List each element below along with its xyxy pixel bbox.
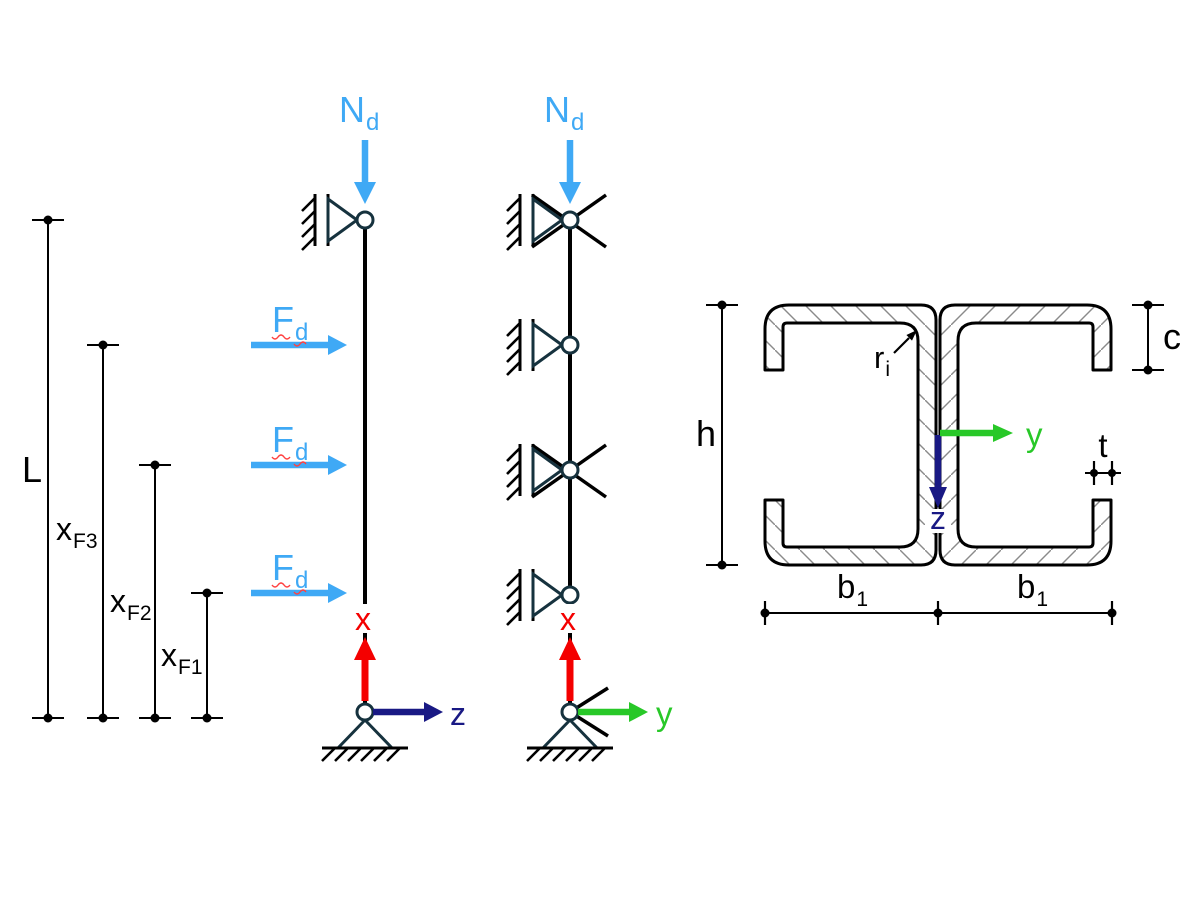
dim-L: L bbox=[22, 215, 64, 723]
dim-symbol: x bbox=[110, 583, 126, 619]
lateral-load-2 bbox=[251, 419, 347, 475]
dim-subscript: F3 bbox=[73, 530, 98, 553]
column-xz-view: z bbox=[251, 89, 466, 763]
lateral-load-1 bbox=[251, 299, 347, 355]
dim-xF1: xF1 bbox=[161, 588, 223, 723]
h-dimension: h bbox=[696, 300, 738, 570]
section-z-axis: z bbox=[925, 435, 951, 536]
c-label: c bbox=[1163, 316, 1181, 357]
dim-xF3: xF3 bbox=[56, 340, 119, 723]
dim-dot bbox=[933, 608, 943, 618]
top-pin bbox=[355, 210, 375, 230]
b1-label-right: b1 bbox=[1017, 568, 1048, 611]
h-label: h bbox=[696, 413, 716, 454]
dim-xF2: xF2 bbox=[110, 460, 171, 723]
dim-dot bbox=[98, 340, 108, 350]
y-axis-label: y bbox=[656, 695, 673, 732]
z-axis: z bbox=[373, 696, 466, 732]
z-axis-label: z bbox=[450, 696, 466, 732]
y-arrow-head bbox=[629, 702, 648, 722]
restraint-pin-3 bbox=[560, 460, 580, 480]
dim-symbol: x bbox=[161, 637, 177, 673]
b1-dimension: b1 b1 bbox=[760, 568, 1117, 625]
z-axis-label: z bbox=[930, 500, 946, 536]
z-arrow-head bbox=[424, 702, 443, 722]
c-dimension: c bbox=[1132, 300, 1181, 375]
dim-subscript: 1 bbox=[856, 588, 868, 611]
restraint-support-3 bbox=[505, 442, 564, 502]
y-axis-label: y bbox=[1026, 416, 1043, 453]
dim-dot bbox=[202, 588, 212, 598]
dim-dot bbox=[1090, 469, 1098, 477]
dim-xF3-label: xF3 bbox=[56, 511, 98, 553]
local-x-axis bbox=[348, 601, 380, 701]
b1-label-left: b1 bbox=[837, 568, 868, 611]
dim-dot bbox=[43, 215, 53, 225]
z-arrow-head bbox=[929, 487, 947, 508]
restraint-pin-2 bbox=[560, 335, 580, 355]
dim-symbol: b bbox=[1017, 568, 1035, 605]
channel-left bbox=[763, 303, 938, 567]
label-backing bbox=[925, 509, 951, 533]
length-dimensions: L xF3 xF2 xF1 bbox=[22, 215, 223, 723]
base-pin bbox=[355, 702, 375, 722]
dim-dot bbox=[717, 300, 727, 310]
local-x-axis bbox=[553, 601, 585, 701]
top-support bbox=[300, 192, 359, 252]
dim-subscript: F1 bbox=[178, 656, 203, 679]
axial-load bbox=[339, 89, 379, 204]
dim-xF1-label: xF1 bbox=[161, 637, 203, 679]
dim-subscript: i bbox=[885, 358, 890, 381]
dim-symbol: r bbox=[874, 340, 884, 375]
dim-subscript: 1 bbox=[1036, 588, 1048, 611]
t-dimension: t bbox=[1085, 427, 1121, 485]
dim-dot bbox=[760, 608, 770, 618]
base-pin bbox=[560, 702, 580, 722]
dim-dot bbox=[1107, 608, 1117, 618]
dim-dot bbox=[1108, 469, 1116, 477]
dim-dot bbox=[43, 713, 53, 723]
dim-dot bbox=[1143, 365, 1153, 375]
y-axis: y bbox=[578, 695, 673, 732]
lateral-load-3 bbox=[251, 547, 347, 603]
dim-dot bbox=[98, 713, 108, 723]
axial-load bbox=[544, 89, 584, 204]
dim-symbol: b bbox=[837, 568, 855, 605]
ri-callout: ri bbox=[874, 330, 917, 381]
dim-L-label: L bbox=[22, 449, 42, 490]
cross-section: ri z y h bbox=[696, 300, 1181, 625]
ri-arrow-head bbox=[906, 330, 917, 341]
dim-symbol: x bbox=[56, 511, 72, 547]
t-label: t bbox=[1098, 427, 1107, 464]
dim-xF2-label: xF2 bbox=[110, 583, 152, 625]
dim-dot bbox=[150, 713, 160, 723]
column-xy-view: y bbox=[505, 89, 673, 763]
dim-dot bbox=[150, 460, 160, 470]
ri-label: ri bbox=[874, 340, 890, 381]
dim-dot bbox=[1143, 300, 1153, 310]
ri-arrow-line bbox=[893, 337, 910, 354]
base-support bbox=[525, 718, 615, 763]
restraint-support-2 bbox=[505, 317, 564, 377]
restraint-pin-1 bbox=[560, 210, 580, 230]
channel-right bbox=[938, 303, 1113, 567]
dim-subscript: F2 bbox=[127, 602, 152, 625]
base-support bbox=[320, 718, 410, 763]
dim-dot bbox=[717, 560, 727, 570]
section-y-axis: y bbox=[940, 416, 1043, 453]
dim-dot bbox=[202, 713, 212, 723]
y-arrow-head bbox=[993, 424, 1013, 442]
restraint-support-1 bbox=[505, 192, 564, 252]
